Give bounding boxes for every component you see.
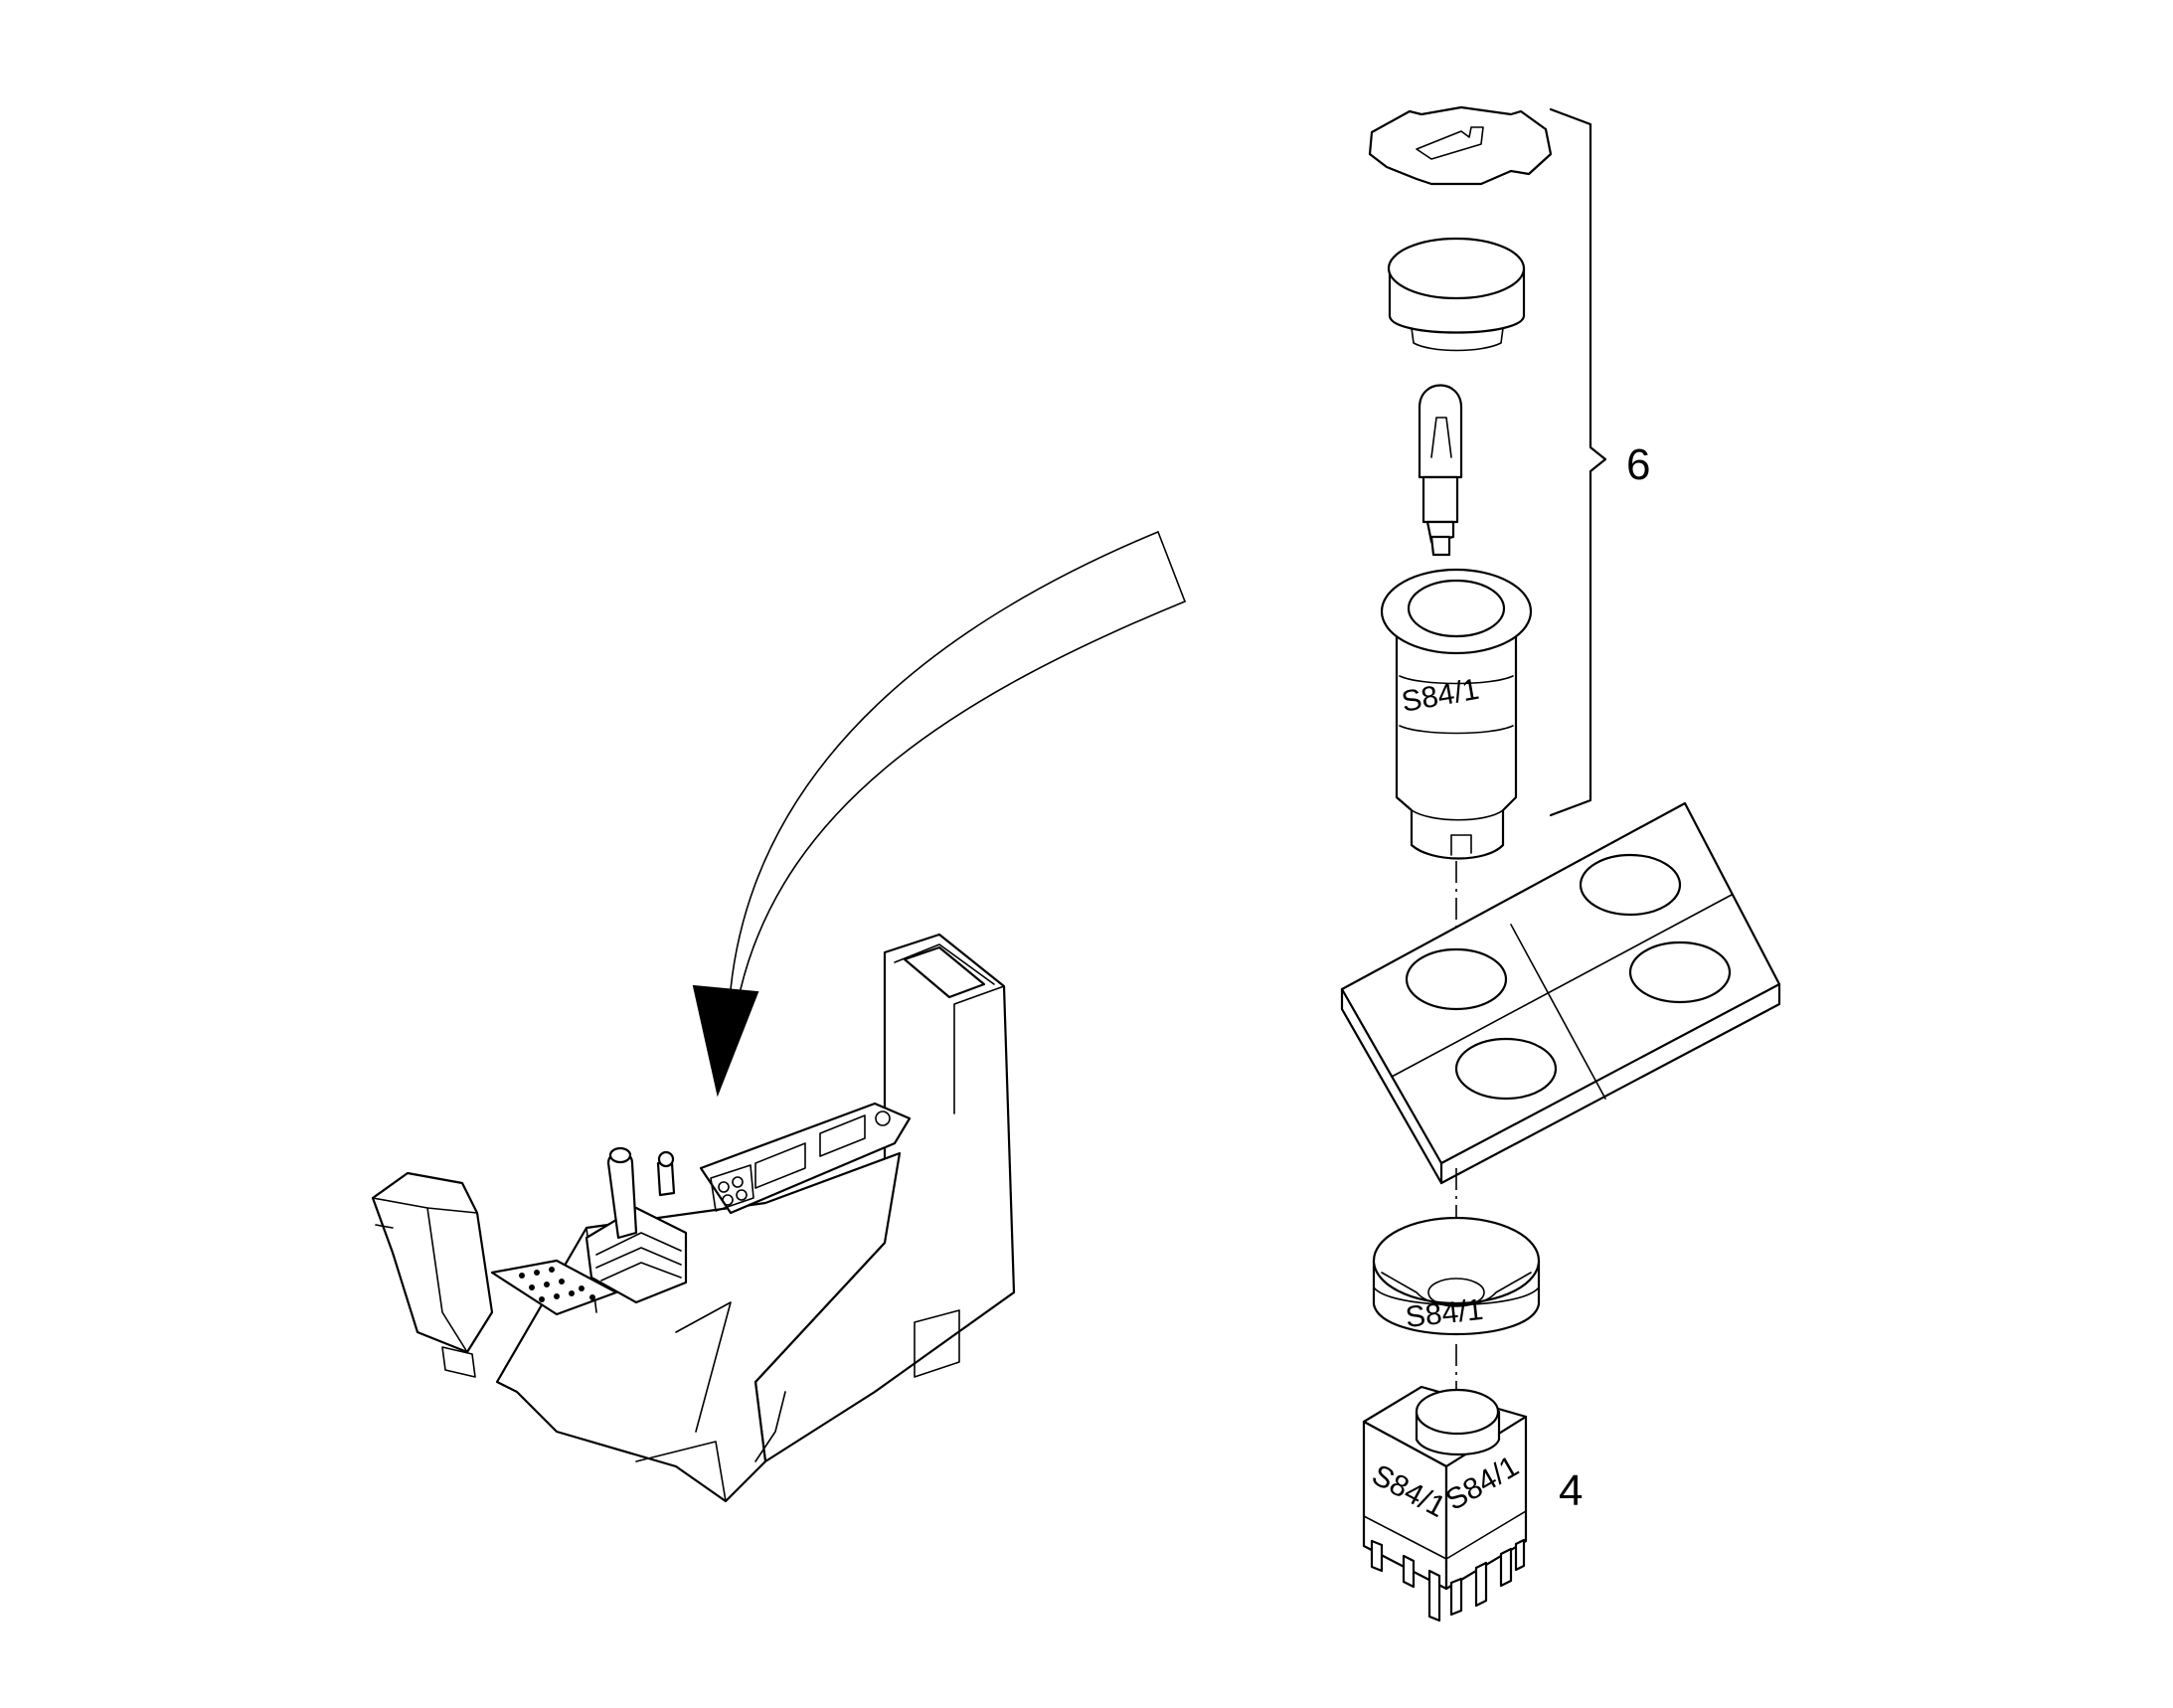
switch-body — [1362, 1385, 1528, 1623]
bezel-ring-marking: S84/1 — [1404, 1293, 1484, 1334]
button-cap — [1387, 237, 1526, 352]
lens-cap — [1368, 105, 1553, 186]
callout-assembly-number: 6 — [1626, 440, 1650, 489]
lamp-bulb — [1418, 384, 1463, 557]
mounting-plate — [1340, 801, 1781, 1185]
locator-arrow — [692, 531, 1186, 1098]
assembly-bracket — [1549, 107, 1607, 817]
bulb-holder — [1380, 568, 1533, 860]
callout-switch-number: 4 — [1559, 1466, 1583, 1515]
bezel-ring — [1372, 1216, 1541, 1336]
operator-console — [371, 933, 1016, 1503]
